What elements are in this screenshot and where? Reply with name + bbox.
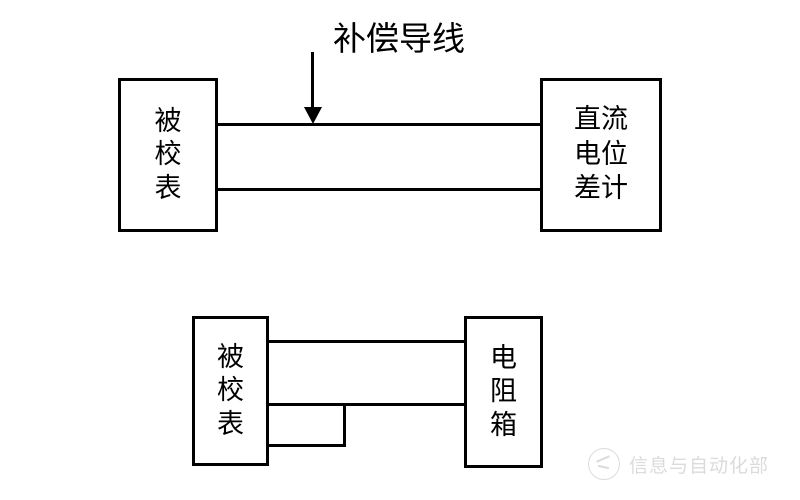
box-label-row: 直流 xyxy=(574,104,628,136)
box-label-char: 被 xyxy=(217,341,244,373)
wire-bottom-figure-upper xyxy=(266,340,466,343)
box-label-char: 校 xyxy=(154,139,182,171)
wire-bottom-figure-jumper xyxy=(343,403,346,447)
box-label-char: 表 xyxy=(217,408,244,440)
box-label-char: 校 xyxy=(217,375,244,407)
circular-logo-icon xyxy=(588,448,620,480)
box-dc-potentiometer[interactable]: 直流 电位 差计 xyxy=(540,78,662,232)
box-device-under-test-top[interactable]: 被 校 表 xyxy=(118,78,218,232)
box-label-char: 箱 xyxy=(490,409,517,441)
wire-bottom-figure-lower xyxy=(266,444,346,447)
wire-bottom-figure-middle xyxy=(266,403,466,406)
wire-top-figure-lower xyxy=(216,188,542,191)
watermark: 信息与自动化部 xyxy=(588,448,769,480)
box-label-char: 阻 xyxy=(490,376,517,408)
box-label-row: 差计 xyxy=(574,173,628,205)
box-label-char: 被 xyxy=(154,105,182,137)
box-resistance-box[interactable]: 电 阻 箱 xyxy=(464,316,543,468)
box-label-char: 表 xyxy=(154,172,182,204)
box-label-char: 电 xyxy=(490,342,517,374)
watermark-text: 信息与自动化部 xyxy=(629,454,770,477)
box-label-row: 电位 xyxy=(574,138,628,170)
annotation-arrow-shaft xyxy=(311,52,314,108)
wire-top-figure-upper xyxy=(216,123,542,126)
annotation-arrow-head-icon xyxy=(304,107,322,124)
annotation-label-compensation-wire: 补偿导线 xyxy=(333,19,465,58)
box-device-under-test-bottom[interactable]: 被 校 表 xyxy=(192,316,269,466)
